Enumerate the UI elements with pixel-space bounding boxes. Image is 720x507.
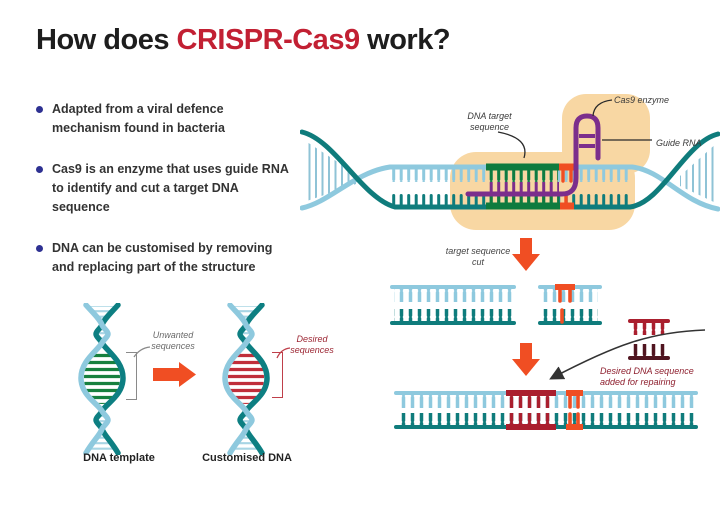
crispr-mechanism-diagram <box>300 94 720 230</box>
desired-dna-fragment <box>628 319 670 360</box>
cas9-pointer-line <box>592 99 613 117</box>
unwanted-pointer-line <box>133 346 151 358</box>
label-line: added for repairing <box>600 377 676 387</box>
curved-arrow-icon <box>549 329 706 380</box>
label-line: Unwanted <box>152 330 194 340</box>
arrow-right-icon <box>153 362 196 387</box>
title-prefix: How does <box>36 24 177 56</box>
label-line: DNA target <box>467 111 512 121</box>
bullet-line: and replacing part of the structure <box>52 260 256 274</box>
desired-bracket <box>272 352 283 398</box>
cut-fragment-right <box>538 284 602 325</box>
dna-target-pointer-line <box>497 131 526 159</box>
customised-dna-helix <box>222 303 270 455</box>
bullet-dot-icon <box>36 166 43 173</box>
label-line: sequences <box>290 345 334 355</box>
page-title: How does CRISPR-Cas9 work? <box>36 24 451 57</box>
dna-target-sequence-bottom <box>486 193 574 210</box>
unwanted-bracket <box>126 352 137 400</box>
unwanted-sequences-label: Unwanted sequences <box>142 330 204 352</box>
label-line: target sequence <box>445 246 511 256</box>
bullet-item-1: Adapted from a viral defence mechanism f… <box>36 100 346 138</box>
bullet-list: Adapted from a viral defence mechanism f… <box>36 100 346 299</box>
dna-target-label: DNA target sequence <box>447 111 532 133</box>
label-line: sequences <box>151 341 195 351</box>
cas9-enzyme-label: Cas9 enzyme <box>614 95 670 105</box>
cut-fragment-left <box>390 285 516 325</box>
cut-dna-fragments <box>390 284 670 360</box>
bullet-item-2: Cas9 is an enzyme that uses guide RNA to… <box>36 160 346 217</box>
target-cut-label: target sequence cut <box>436 246 520 268</box>
guide-rna-hairpin <box>465 113 601 197</box>
dna-template-helix <box>78 303 126 455</box>
bullet-dot-icon <box>36 106 43 113</box>
label-line: Desired <box>296 334 328 344</box>
title-highlight: CRISPR-Cas9 <box>176 24 361 56</box>
bullet-dot-icon <box>36 245 43 252</box>
title-suffix: work? <box>359 24 451 56</box>
desired-sequences-label: Desired sequences <box>284 334 340 356</box>
inserted-red-sequence <box>506 390 556 430</box>
desired-pointer-line <box>276 347 291 359</box>
orange-pam-section <box>566 390 583 430</box>
bullet-line: DNA can be customised by removing <box>52 241 273 255</box>
repaired-dna-strand <box>394 390 698 430</box>
bullet-line: Cas9 is an enzyme that uses guide RNA <box>52 162 289 176</box>
bullet-line: to identify and cut a target DNA <box>52 181 239 195</box>
customised-dna-caption: Customised DNA <box>202 452 292 464</box>
dna-template-caption: DNA template <box>83 452 155 464</box>
guide-rna-label: Guide RNA <box>656 138 702 148</box>
bullet-line: mechanism found in bacteria <box>52 121 225 135</box>
bullet-item-3: DNA can be customised by removing and re… <box>36 239 346 277</box>
dna-target-sequence-top <box>486 163 576 183</box>
arrow-down-icon <box>512 343 540 376</box>
arrow-down-icon <box>512 238 540 271</box>
bullet-line: sequence <box>52 200 110 214</box>
right-twist-rungs <box>680 142 718 204</box>
label-line: Desired DNA sequence <box>600 366 694 376</box>
bullet-line: Adapted from a viral defence <box>52 102 224 116</box>
desired-sequence-repair-label: Desired DNA sequence added for repairing <box>600 366 718 388</box>
label-line: cut <box>471 257 484 267</box>
label-line: sequence <box>469 122 510 132</box>
